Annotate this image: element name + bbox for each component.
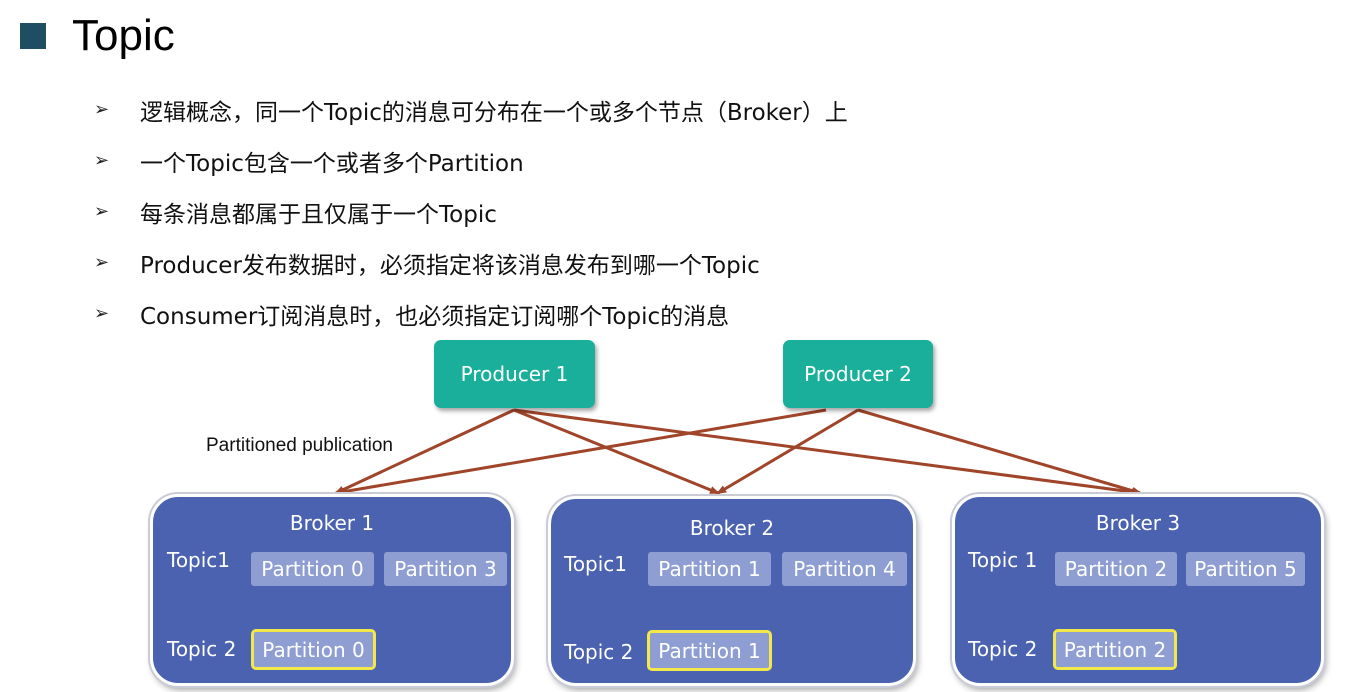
broker-1-topic1-partition-a: Partition 0 (251, 552, 374, 586)
broker-2-topic2-partition: Partition 1 (647, 630, 772, 671)
bullet-text: Producer发布数据时，必须指定将该消息发布到哪一个Topic (140, 252, 760, 279)
broker-1-node: Broker 1 Topic1 Partition 0 Partition 3 … (150, 494, 514, 686)
broker-1-topic1-partition-b: Partition 3 (384, 552, 507, 586)
broker-2-title: Broker 2 (689, 516, 775, 540)
bullet-arrow-icon: ➢ (94, 201, 110, 222)
broker-3-title: Broker 3 (1095, 511, 1181, 535)
bullet-text: 一个Topic包含一个或者多个Partition (140, 150, 524, 177)
partitioned-publication-label: Partitioned publication (206, 435, 393, 456)
bullet-item: ➢ 逻辑概念，同一个Topic的消息可分布在一个或多个节点（Broker）上 (94, 84, 848, 135)
broker-1-topic1-label: Topic1 (167, 548, 231, 572)
title-square-icon (20, 23, 46, 49)
broker-3-topic1-partition-a: Partition 2 (1055, 552, 1177, 586)
bullet-arrow-icon: ➢ (94, 150, 110, 171)
broker-3-topic2-label: Topic 2 (968, 637, 1038, 661)
producer-2-node: Producer 2 (783, 340, 933, 408)
edge-p1-broker2 (513, 408, 720, 495)
broker-2-topic1-partition-a: Partition 1 (648, 552, 771, 586)
edge-p1-broker3 (513, 408, 1142, 496)
broker-1-title: Broker 1 (289, 511, 375, 535)
producer-1-node: Producer 1 (434, 340, 595, 408)
edge-p2-broker3 (857, 408, 1142, 495)
broker-3-topic1-label: Topic 1 (968, 548, 1038, 572)
bullet-item: ➢ Consumer订阅消息时，也必须指定订阅哪个Topic的消息 (94, 288, 848, 339)
broker-2-topic1-partition-b: Partition 4 (782, 552, 907, 586)
edge-p2-broker1 (334, 408, 827, 496)
broker-1-topic2-partition: Partition 0 (251, 629, 376, 670)
bullet-item: ➢ Producer发布数据时，必须指定将该消息发布到哪一个Topic (94, 237, 848, 288)
bullet-text: 逻辑概念，同一个Topic的消息可分布在一个或多个节点（Broker）上 (140, 99, 848, 126)
bullet-item: ➢ 一个Topic包含一个或者多个Partition (94, 135, 848, 186)
bullet-text: Consumer订阅消息时，也必须指定订阅哪个Topic的消息 (140, 303, 730, 330)
bullet-arrow-icon: ➢ (94, 252, 110, 273)
bullet-arrow-icon: ➢ (94, 303, 110, 324)
page-title: Topic (72, 11, 175, 60)
broker-1-topic2-label: Topic 2 (167, 637, 237, 661)
broker-3-topic1-partition-b: Partition 5 (1186, 552, 1305, 586)
edge-p1-broker1 (334, 408, 515, 495)
bullet-text: 每条消息都属于且仅属于一个Topic (140, 201, 497, 228)
bullet-item: ➢ 每条消息都属于且仅属于一个Topic (94, 186, 848, 237)
edge-p2-broker2 (716, 408, 859, 495)
broker-2-node: Broker 2 Topic1 Partition 1 Partition 4 … (548, 496, 916, 686)
broker-2-topic2-label: Topic 2 (564, 640, 634, 664)
bullet-arrow-icon: ➢ (94, 99, 110, 120)
broker-2-topic1-label: Topic1 (564, 552, 628, 576)
bullet-list: ➢ 逻辑概念，同一个Topic的消息可分布在一个或多个节点（Broker）上 ➢… (94, 84, 848, 339)
broker-3-topic2-partition: Partition 2 (1053, 629, 1177, 670)
broker-3-node: Broker 3 Topic 1 Partition 2 Partition 5… (952, 494, 1324, 686)
